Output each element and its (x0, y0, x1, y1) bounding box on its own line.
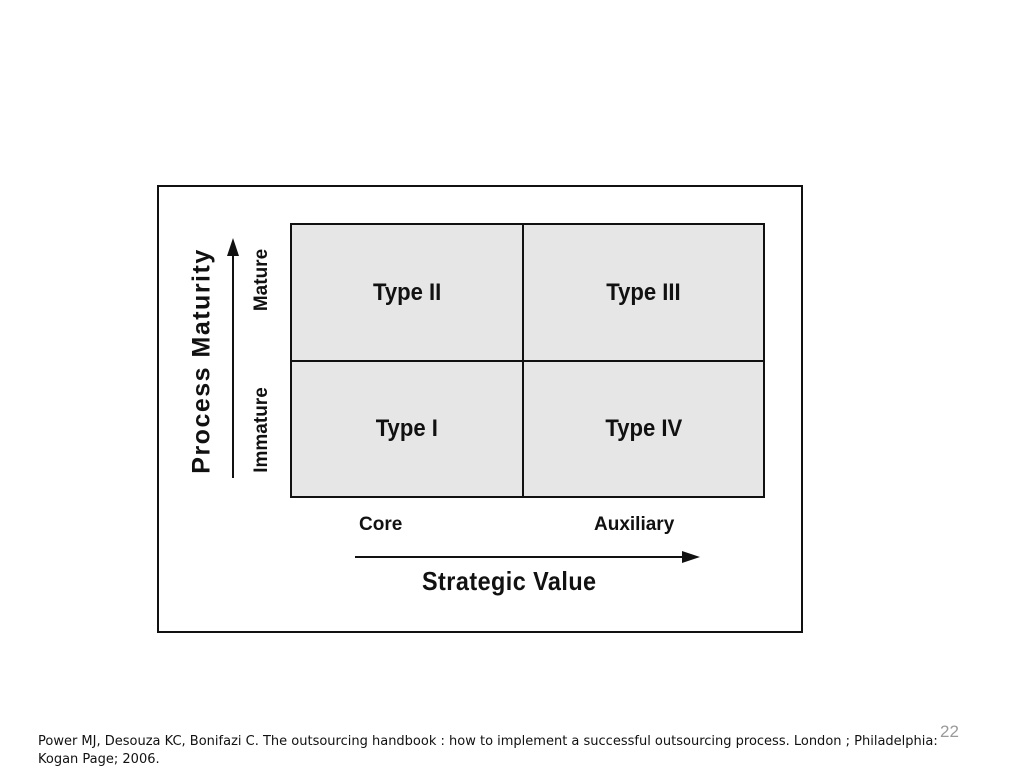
x-tick-auxiliary: Auxiliary (594, 514, 675, 535)
citation-line-2: Kogan Page; 2006. (38, 752, 160, 767)
quadrant-type-iii: Type III (524, 225, 763, 362)
y-tick-mature: Mature (251, 248, 272, 312)
x-tick-core: Core (359, 514, 403, 535)
quadrant-type-i: Type I (292, 362, 524, 496)
quadrant-type-iv: Type IV (524, 362, 763, 496)
quadrant-label: Type II (372, 278, 442, 306)
citation: Power MJ, Desouza KC, Bonifazi C. The ou… (38, 733, 978, 768)
quadrant-label: Type III (606, 278, 681, 306)
quadrant-type-ii: Type II (292, 225, 524, 362)
x-axis-title: Strategic Value (422, 566, 597, 596)
citation-line-1: Power MJ, Desouza KC, Bonifazi C. The ou… (38, 734, 938, 749)
y-tick-immature: Immature (251, 387, 272, 473)
quadrant-matrix: Type II Type III Type I Type IV (290, 223, 765, 498)
page-number: 22 (940, 722, 959, 741)
y-axis-title: Process Maturity (187, 248, 216, 474)
quadrant-label: Type I (375, 415, 439, 442)
quadrant-label: Type IV (605, 415, 682, 442)
